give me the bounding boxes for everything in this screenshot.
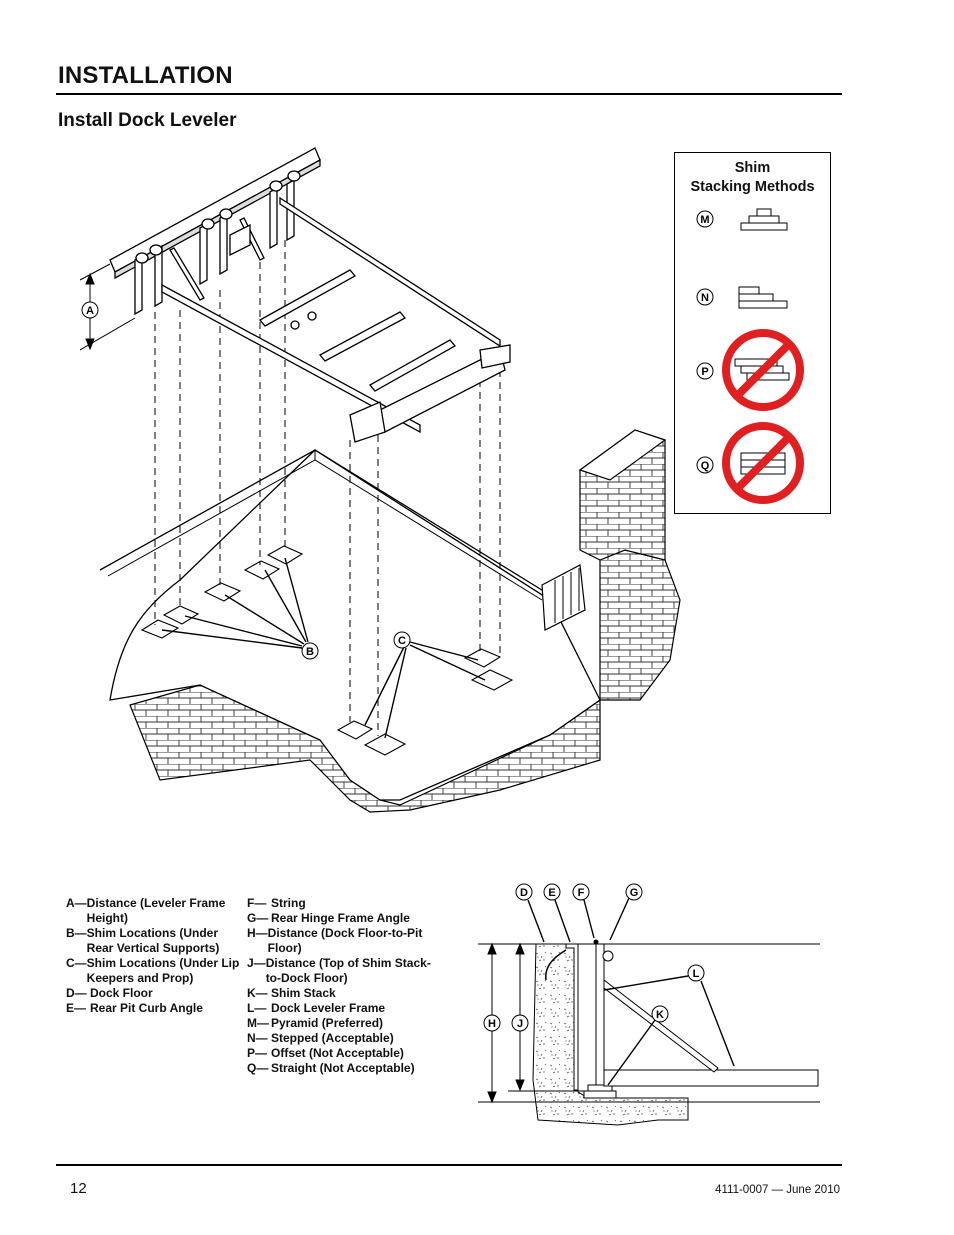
legend-column-right: F—String G—Rear Hinge Frame Angle H—Dist… [247,896,432,1076]
rear-hinge-frame-angle [595,943,605,1086]
callout-c-arrows [364,641,486,739]
leveler-frame [109,147,511,443]
legend-item: B—Shim Locations (Under Rear Vertical Su… [66,926,220,955]
legend-item: D—Dock Floor [66,986,153,1000]
dock-leveler-installation-diagram: A B C [80,147,681,813]
legend-column-left: A—Distance (Leveler Frame Height) B—Shim… [66,896,241,1016]
rear-pit-curb-angle [565,943,579,1091]
header-rule [56,93,842,95]
svg-text:B: B [306,646,314,658]
legend-item: Q—Straight (Not Acceptable) [247,1061,415,1075]
legend-item: G—Rear Hinge Frame Angle [247,911,410,925]
callout-k: K [656,1009,664,1021]
legend-item: E—Rear Pit Curb Angle [66,1001,203,1015]
shim-title-line2: Stacking Methods [690,179,815,195]
footer-rule [56,1164,842,1166]
callout-g-circle [625,883,643,901]
document-id: 4111-0007 — June 2010 [715,1184,840,1196]
detail-leader-lines [527,897,735,1086]
shim-stacking-methods-panel: Shim Stacking Methods M N P Q [674,152,831,514]
alignment-dashed-lines [154,240,501,736]
legend-item: K—Shim Stack [247,986,336,1000]
legend-item: L—Dock Leveler Frame [247,1001,386,1015]
legend-item: M—Pyramid (Preferred) [247,1016,384,1030]
legend-item: P—Offset (Not Acceptable) [247,1046,404,1060]
callout-a: A [81,301,99,319]
callout-j: J [517,1018,523,1030]
pyramid-shim-stack [740,208,788,231]
method-m-label: M [700,214,709,226]
callout-f: F [578,887,585,899]
callout-j-circle [511,1014,529,1032]
callout-c: C [393,631,411,649]
dock-bumper [541,564,586,631]
method-p-label: P [701,366,708,378]
callout-d: D [520,887,528,899]
pit-brick-wall-right [599,549,681,701]
callout-l-circle [687,964,705,982]
legend-item: F—String [247,896,306,910]
section-title: INSTALLATION [58,62,233,89]
method-q-label: Q [701,460,710,472]
page-subtitle: Install Dock Leveler [58,110,237,131]
offset-not-acceptable-icon [722,329,804,411]
svg-text:C: C [398,635,406,647]
callout-g: G [630,887,639,899]
callout-h: H [488,1018,496,1030]
callout-h-circle [483,1014,501,1032]
legend-item: J—Distance (Top of Shim Stack-to-Dock Fl… [247,956,431,985]
callout-b-arrows [161,557,309,649]
shim-title-line1: Shim [734,160,771,176]
callout-d-circle [515,883,533,901]
callout-e: E [548,887,555,899]
legend-item: H—Distance (Dock Floor-to-Pit Floor) [247,926,423,955]
shim-methods-illustration: M N P Q [696,208,804,504]
callout-k-circle [651,1005,669,1023]
stepped-shim-stack [738,286,788,309]
pit-cross-section-detail: D E F G H J K L [478,883,820,1126]
page-number: 12 [70,1180,87,1197]
straight-not-acceptable-icon [722,422,804,504]
legend-item: C—Shim Locations (Under Lip Keepers and … [66,956,240,985]
callout-b: B [301,642,319,660]
dock-leveler-frame-section [603,1069,819,1087]
legend-item: A—Distance (Leveler Frame Height) [66,896,226,925]
callout-f-circle [572,883,590,901]
shim-plates [140,545,514,756]
pit-floor [109,449,601,801]
callout-l: L [693,968,700,980]
method-n-label: N [701,292,709,304]
legend-item: N—Stepped (Acceptable) [247,1031,394,1045]
svg-text:A: A [86,305,94,317]
callout-e-circle [543,883,561,901]
